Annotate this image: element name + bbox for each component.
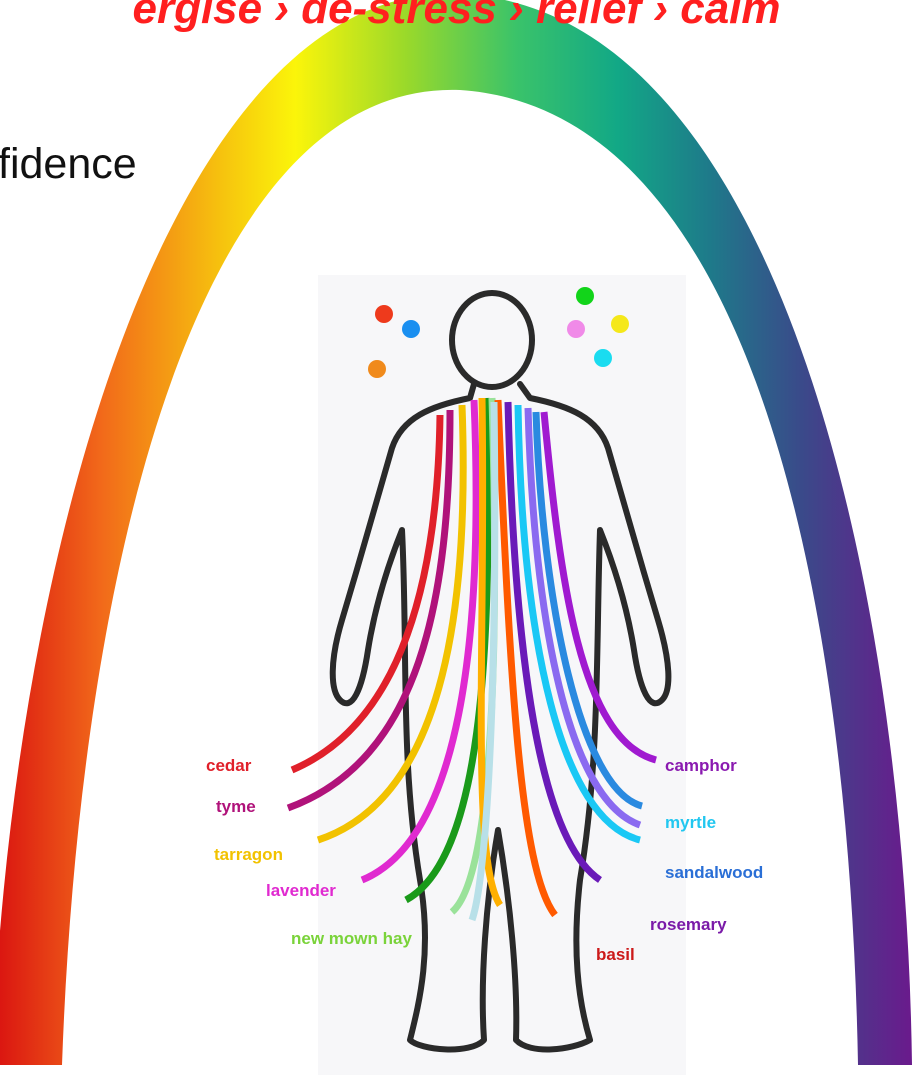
blue-dot (402, 320, 420, 338)
label-rosemary: rosemary (650, 915, 727, 935)
label-lavender: lavender (266, 881, 336, 901)
red-dot (375, 305, 393, 323)
label-myrtle: myrtle (665, 813, 716, 833)
cyan-dot (594, 349, 612, 367)
green-dot (576, 287, 594, 305)
banner-caption: ergise › de-stress › relief › calm (0, 0, 913, 34)
orange-dot (368, 360, 386, 378)
label-tarragon: tarragon (214, 845, 283, 865)
label-new-mown-hay: new mown hay (291, 929, 412, 949)
label-sandalwood: sandalwood (665, 863, 763, 883)
pink-dot (567, 320, 585, 338)
label-camphor: camphor (665, 756, 737, 776)
label-tyme: tyme (216, 797, 256, 817)
label-basil: basil (596, 945, 635, 965)
yellow-dot (611, 315, 629, 333)
label-cedar: cedar (206, 756, 251, 776)
